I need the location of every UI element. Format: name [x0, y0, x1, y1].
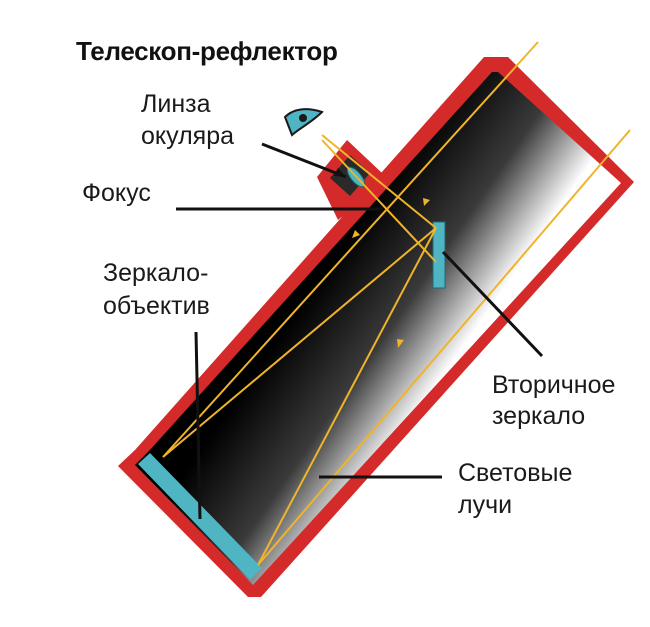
light-ray — [162, 227, 437, 458]
label-light-rays-1: Световые — [458, 459, 573, 487]
ray-arrows — [352, 198, 430, 348]
light-ray — [257, 129, 631, 566]
label-light-rays-2: лучи — [458, 491, 513, 519]
light-rays — [162, 41, 631, 566]
leader-eyepiece-lens — [261, 142, 347, 179]
eye-icon — [283, 108, 324, 137]
ray-arrow — [397, 339, 404, 348]
diagram-title: Телескоп-рефлектор — [76, 36, 338, 66]
light-ray — [162, 41, 539, 458]
label-primary-mirror-2: объектив — [103, 292, 210, 320]
label-eyepiece-lens-2: окуляра — [141, 122, 235, 150]
leader-secondary-mirror — [441, 250, 544, 358]
leader-lines — [176, 142, 544, 520]
ray-arrow — [352, 230, 360, 238]
leader-arrowhead — [334, 168, 346, 177]
label-secondary-mirror-2: зеркало — [492, 402, 586, 430]
label-secondary-mirror-1: Вторичное — [492, 371, 616, 399]
label-primary-mirror-1: Зеркало- — [103, 259, 209, 287]
light-ray — [257, 227, 437, 566]
ray-arrow — [423, 198, 430, 206]
label-eyepiece-lens-1: Линза — [141, 90, 211, 118]
light-ray — [321, 134, 437, 229]
leader-primary-mirror — [194, 331, 202, 520]
tube-interior — [135, 72, 621, 585]
light-ray — [321, 139, 437, 263]
label-focus: Фокус — [82, 179, 151, 207]
